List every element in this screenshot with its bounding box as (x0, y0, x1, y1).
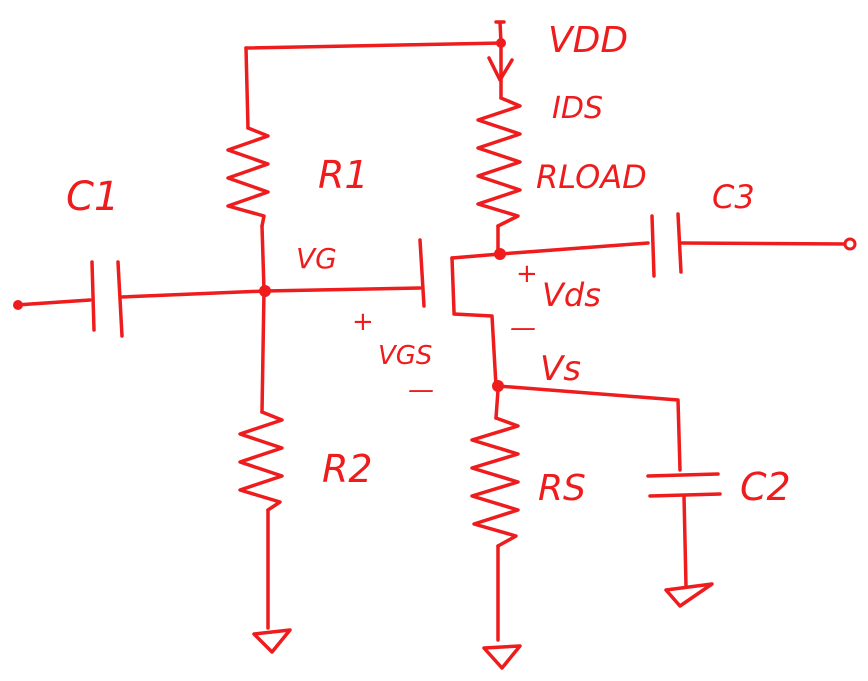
vds-label: Vds (542, 276, 601, 314)
ground-icon-r2 (252, 628, 292, 654)
mosfet (418, 238, 650, 388)
r2-label: R2 (322, 447, 373, 491)
r2-resistor (238, 289, 292, 654)
source-network (470, 380, 682, 670)
vds-minus-sign: — (510, 313, 536, 343)
gate-network (13, 260, 422, 338)
rload-label: RLOAD (536, 158, 647, 196)
vg-label: VG (296, 242, 337, 275)
channel-line (450, 256, 456, 314)
rload-resistor (476, 96, 522, 256)
c1-label: C1 (66, 174, 119, 220)
ground-icon-c2 (664, 582, 714, 608)
vgs-label: VGS (378, 341, 432, 371)
gate-plate (418, 238, 426, 308)
vgs-plus-sign: + (352, 307, 374, 337)
r1-label: R1 (318, 153, 369, 197)
c1-plate-left (90, 260, 96, 332)
output-terminal (843, 237, 857, 251)
vdd-rail (244, 20, 506, 130)
c2-label: C2 (740, 465, 791, 509)
vs-label: Vs (540, 349, 581, 389)
c3-capacitor (650, 212, 857, 278)
r1-resistor (226, 126, 270, 292)
c3-label: C3 (712, 178, 755, 216)
ids-label: IDS (552, 91, 603, 126)
vdd-node (496, 38, 506, 48)
rs-label: RS (538, 468, 586, 509)
c1-plate-right (116, 260, 124, 338)
ids-arrow-icon (487, 56, 514, 82)
c2-capacitor (646, 472, 722, 608)
vgs-minus-sign: — (408, 375, 434, 405)
vds-plus-sign: + (516, 259, 538, 289)
ground-icon-rs (482, 644, 522, 670)
input-terminal (13, 300, 23, 310)
vdd-label: VDD (548, 20, 628, 61)
